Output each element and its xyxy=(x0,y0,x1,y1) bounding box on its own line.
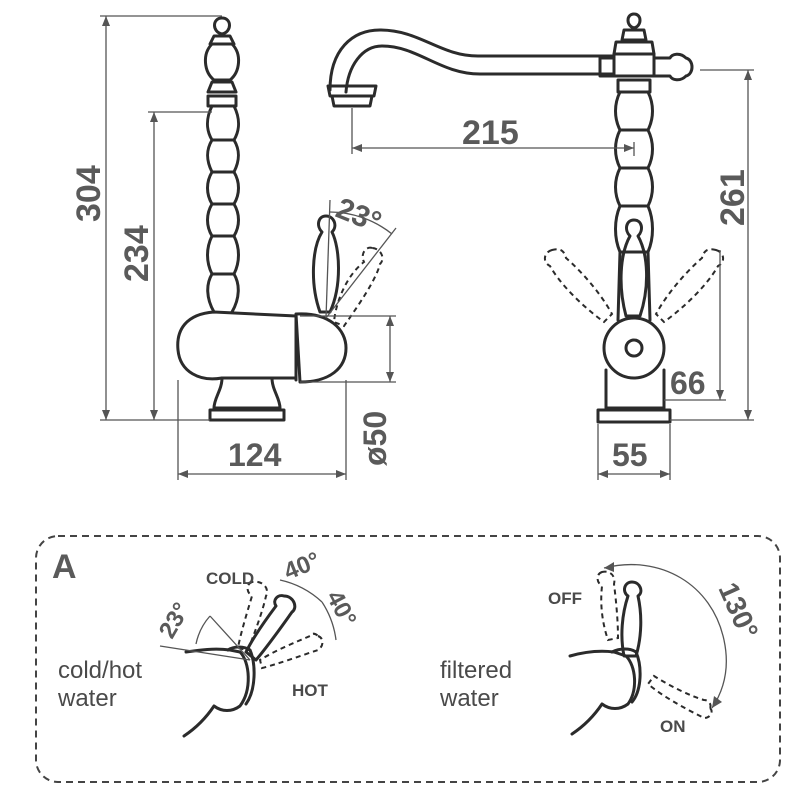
detail-hot-label: HOT xyxy=(292,681,329,700)
detail-angle-range: 130° xyxy=(713,578,765,644)
detail-right-lever xyxy=(568,580,643,736)
front-view-dimension-lines xyxy=(351,69,754,480)
side-view-arrowheads xyxy=(102,16,394,478)
detail-frame xyxy=(35,535,781,783)
detail-left-ghost xyxy=(236,580,324,670)
detail-angle-tilt: 23° xyxy=(154,598,196,643)
detail-angle-cold: 40° xyxy=(280,547,324,586)
detail-off-label: OFF xyxy=(548,589,582,608)
side-view-ghost-handle xyxy=(332,246,384,328)
dim-124: 124 xyxy=(228,437,282,473)
dim-234: 234 xyxy=(118,225,156,282)
detail-left-angle-lines xyxy=(159,579,337,661)
side-view-dimension-lines xyxy=(100,15,397,480)
dim-66: 66 xyxy=(670,365,706,401)
detail-right-angle-lines xyxy=(603,563,727,709)
detail-angle-hot: 40° xyxy=(321,586,362,631)
detail-left-lever xyxy=(182,594,297,738)
side-view-faucet xyxy=(176,16,348,422)
front-view-ghost-handles xyxy=(544,248,724,324)
detail-left-caption-1: cold/hot xyxy=(58,657,142,684)
dim-215: 215 xyxy=(462,114,519,152)
dim-261: 261 xyxy=(714,169,752,226)
detail-cold-label: COLD xyxy=(206,569,254,588)
dim-handle-angle: 23° xyxy=(331,192,385,240)
detail-right-arrowheads xyxy=(604,562,722,708)
front-view-arrowheads xyxy=(352,70,752,478)
detail-on-label: ON xyxy=(660,717,686,736)
detail-left-caption-2: water xyxy=(57,685,117,712)
detail-right-ghost xyxy=(596,570,713,720)
dim-55: 55 xyxy=(612,437,648,473)
detail-right-caption-1: filtered xyxy=(440,657,512,684)
detail-label-a: A xyxy=(52,548,77,586)
front-view-faucet xyxy=(326,12,694,424)
detail-right-caption-2: water xyxy=(439,685,499,712)
dim-diameter-50: ø50 xyxy=(357,411,393,466)
dim-304: 304 xyxy=(70,165,108,222)
